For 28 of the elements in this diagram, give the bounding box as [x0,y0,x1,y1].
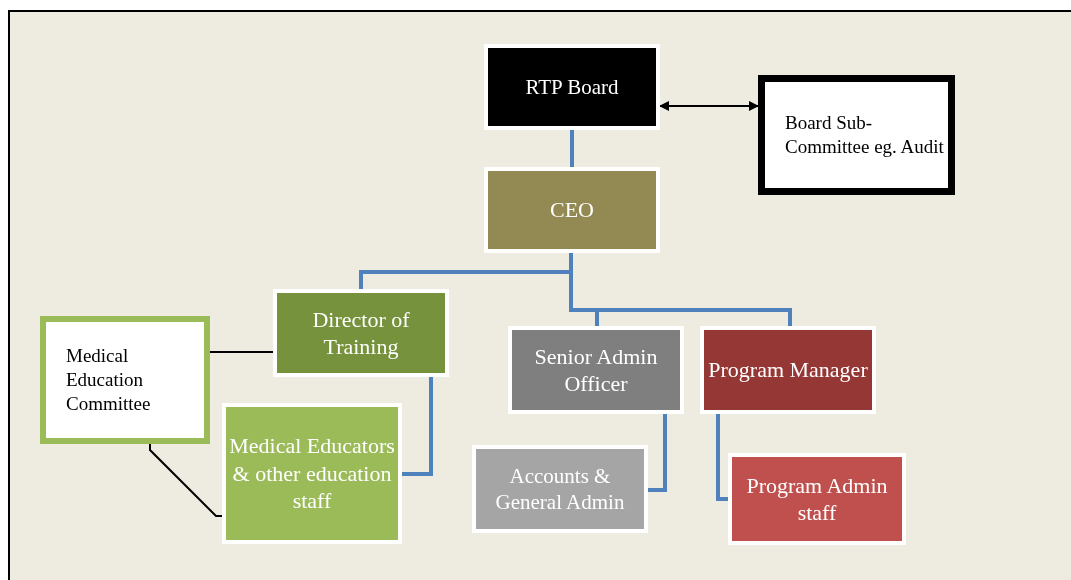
role-box [508,326,684,414]
node-label: Program Admin staff [745,471,889,527]
node-label: Accounts & General Admin [494,462,626,516]
node-label: CEO [549,196,595,224]
connector-line [648,414,667,492]
board-box [484,44,660,130]
connector-line [716,414,728,501]
node-label: RTP Board [524,73,620,101]
node-label: Medical Educators & other education staff [228,432,396,515]
node-label: Medical Education Committee [66,344,152,416]
node-label: Program Manager [707,356,869,384]
committee-box [40,316,210,444]
connector-line [209,351,274,353]
node-label: Director of Training [311,305,411,361]
role-box [273,289,449,377]
role-box [728,453,906,545]
connector-line [402,377,433,476]
connector-line [569,253,792,326]
double-arrow [659,101,759,111]
role-box [222,403,402,544]
node-label: Senior Admin Officer [533,342,659,398]
node-label: Board Sub-Committee eg. Audit [785,111,945,159]
committee-box [758,75,955,195]
connector-line [149,443,223,517]
connector-line [570,130,574,167]
role-box [484,167,660,253]
role-box [472,445,648,533]
role-box [700,326,876,414]
